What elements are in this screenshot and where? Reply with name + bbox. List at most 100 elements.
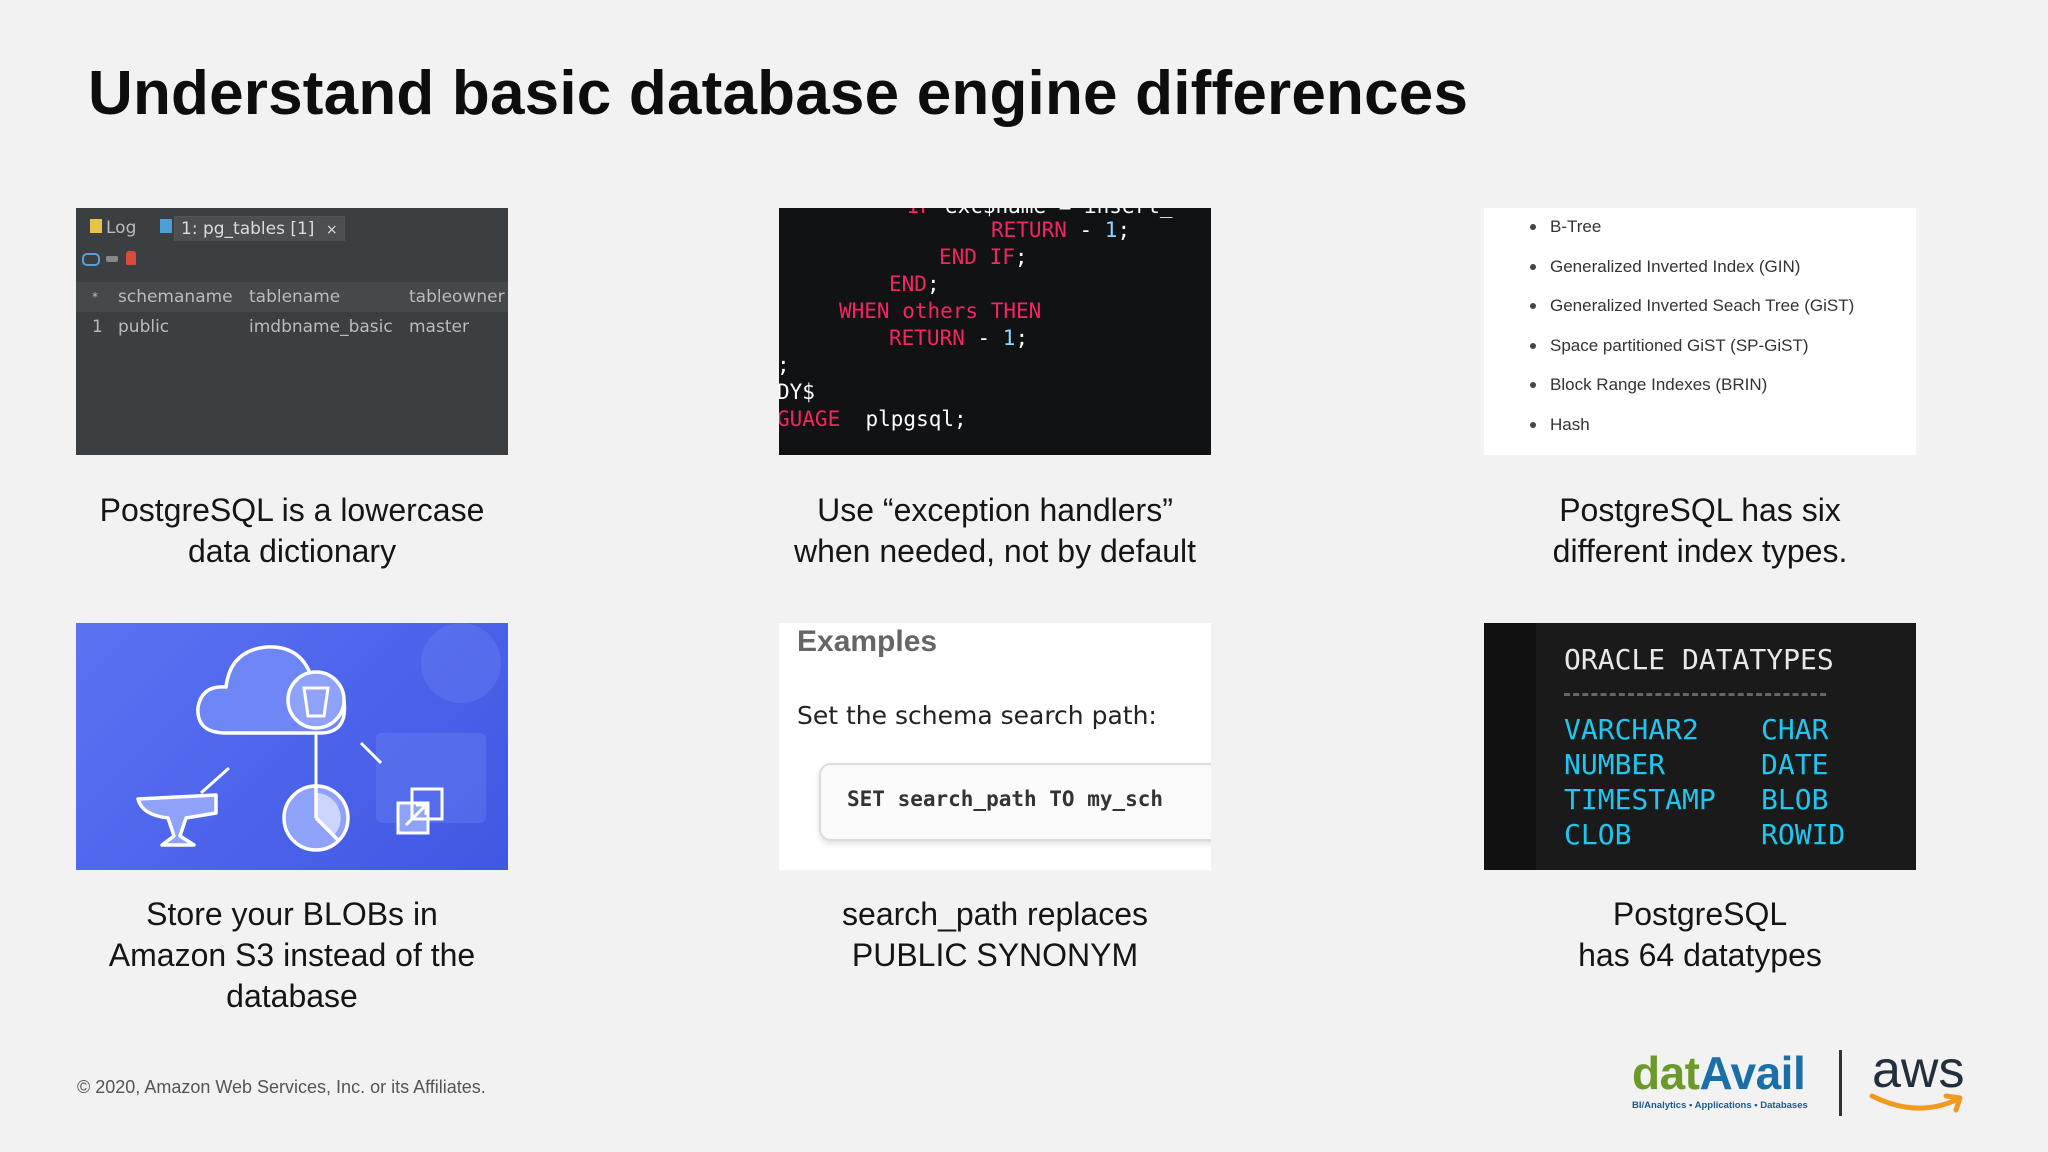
copyright: © 2020, Amazon Web Services, Inc. or its… bbox=[77, 1077, 486, 1097]
code-text: - bbox=[964, 326, 1003, 350]
col-tablename: tablename bbox=[249, 287, 341, 307]
caption-line: Store your BLOBs in bbox=[146, 896, 438, 932]
code-text: DY$ bbox=[779, 380, 815, 404]
s3-illustration bbox=[76, 623, 508, 870]
caption-line: data dictionary bbox=[187, 533, 397, 569]
aws-smile-icon bbox=[1869, 1093, 1963, 1113]
code-keyword: GUAGE bbox=[779, 407, 841, 431]
caption-line: Use “exception handlers” bbox=[817, 492, 1173, 528]
datatype-item: CHAR bbox=[1761, 713, 1829, 746]
datatypes-heading: ORACLE DATATYPES bbox=[1564, 643, 1834, 676]
list-item: Generalized Inverted Seach Tree (GiST) bbox=[1528, 286, 1854, 326]
code-text: plpgsql; bbox=[840, 407, 967, 431]
caption-line: different index types. bbox=[1552, 533, 1848, 569]
cell-tableowner: master bbox=[409, 317, 469, 337]
header-marker: * bbox=[92, 290, 98, 304]
list-item: Generalized Inverted Index (GIN) bbox=[1528, 247, 1854, 287]
datatype-item: BLOB bbox=[1761, 783, 1829, 816]
datatype-item: CLOB bbox=[1564, 818, 1632, 851]
caption-line: Amazon S3 instead of the bbox=[108, 937, 476, 973]
grid-body bbox=[76, 342, 508, 455]
code-text: ; bbox=[1014, 245, 1028, 269]
datatype-item: DATE bbox=[1761, 748, 1829, 781]
examples-heading: Examples bbox=[797, 625, 938, 658]
caption-line: PostgreSQL bbox=[1612, 896, 1788, 932]
oracle-datatypes: ORACLE DATATYPES VARCHAR2 NUMBER TIMESTA… bbox=[1484, 623, 1916, 870]
code-text: ; bbox=[926, 272, 940, 296]
code-text: ; bbox=[1015, 326, 1029, 350]
chart-icon bbox=[282, 784, 350, 852]
code-text: ; bbox=[779, 353, 790, 377]
exception-handler-code: IF exc$name = insert_RETURN - 1;END IF;E… bbox=[779, 208, 1211, 455]
code-number: 1 bbox=[1104, 218, 1118, 242]
code-snippet: SET search_path TO my_sch bbox=[847, 787, 1164, 811]
code-box: SET search_path TO my_sch bbox=[819, 763, 1211, 841]
logo-divider bbox=[1839, 1050, 1842, 1116]
list-item: Block Range Indexes (BRIN) bbox=[1528, 365, 1854, 405]
code-keyword: WHEN others THEN bbox=[839, 299, 1042, 323]
table-row: 1 public imdbname_basic master bbox=[76, 312, 508, 342]
log-icon bbox=[90, 219, 102, 233]
list-item: Hash bbox=[1528, 405, 1854, 445]
caption-line: PostgreSQL is a lowercase bbox=[99, 492, 485, 528]
anvil-icon bbox=[136, 793, 218, 847]
caption-line: database bbox=[226, 978, 358, 1014]
side-bar bbox=[1484, 623, 1536, 870]
code-number: 1 bbox=[1002, 326, 1016, 350]
code-line: END; bbox=[889, 272, 940, 296]
cell-tablename: imdbname_basic bbox=[249, 317, 393, 337]
table-icon bbox=[160, 219, 172, 233]
link-icon bbox=[82, 253, 100, 266]
code-keyword: RETURN bbox=[991, 218, 1067, 242]
code-line: GUAGE plpgsql; bbox=[779, 407, 967, 431]
code-keyword: END bbox=[889, 272, 927, 296]
code-keyword: RETURN bbox=[889, 326, 965, 350]
code-keyword: END IF bbox=[939, 245, 1015, 269]
user-icon bbox=[126, 251, 136, 265]
minus-icon bbox=[106, 256, 118, 262]
code-line: ; bbox=[779, 353, 790, 377]
datavail-logo: datAvail bbox=[1632, 1046, 1806, 1100]
index-types-list: B-Tree Generalized Inverted Index (GIN) … bbox=[1484, 208, 1916, 455]
datatype-item: VARCHAR2 bbox=[1564, 713, 1699, 746]
datavail-logo-part2: Avail bbox=[1699, 1047, 1806, 1099]
code-line: END IF; bbox=[939, 245, 1028, 269]
caption-lowercase-dictionary: PostgreSQL is a lowercase data dictionar… bbox=[32, 490, 552, 572]
divider bbox=[1564, 693, 1826, 696]
caption-line: when needed, not by default bbox=[793, 533, 1197, 569]
caption-datatypes: PostgreSQL has 64 datatypes bbox=[1440, 894, 1960, 976]
list-item: Space partitioned GiST (SP-GiST) bbox=[1528, 326, 1854, 366]
datavail-logo-part1: dat bbox=[1632, 1047, 1700, 1099]
col-tableowner: tableowner bbox=[409, 287, 505, 307]
caption-line: search_path replaces bbox=[842, 896, 1148, 932]
datatype-item: ROWID bbox=[1761, 818, 1846, 851]
caption-line: PUBLIC SYNONYM bbox=[851, 937, 1139, 973]
datatype-item: TIMESTAMP bbox=[1564, 783, 1716, 816]
row-number: 1 bbox=[92, 317, 103, 337]
code-keyword: IF bbox=[907, 208, 945, 218]
close-icon: × bbox=[325, 222, 338, 238]
code-text: ; bbox=[1117, 218, 1131, 242]
table-header: * schemaname tablename tableowner bbox=[76, 282, 508, 312]
col-schemaname: schemaname bbox=[118, 287, 233, 307]
tab-pg-tables: 1: pg_tables [1] × bbox=[174, 216, 345, 241]
aws-logo: aws bbox=[1872, 1041, 1965, 1099]
caption-exception-handlers: Use “exception handlers” when needed, no… bbox=[735, 490, 1255, 572]
caption-line: PostgreSQL has six bbox=[1559, 492, 1841, 528]
code-line: RETURN - 1; bbox=[889, 326, 1028, 350]
tab-log: Log bbox=[106, 218, 137, 238]
caption-index-types: PostgreSQL has six different index types… bbox=[1440, 490, 1960, 572]
code-line: RETURN - 1; bbox=[991, 218, 1130, 242]
datatype-item: NUMBER bbox=[1564, 748, 1666, 781]
code-text: exc$name = insert_ bbox=[945, 208, 1173, 218]
code-line: IF exc$name = insert_ bbox=[907, 208, 1173, 218]
datavail-tagline: BI/Analytics • Applications • Databases bbox=[1632, 1100, 1808, 1111]
list-item: B-Tree bbox=[1528, 208, 1854, 247]
examples-subtitle: Set the schema search path: bbox=[797, 701, 1157, 730]
slide-title: Understand basic database engine differe… bbox=[88, 59, 1469, 128]
bucket-icon bbox=[302, 686, 330, 718]
toolbar bbox=[76, 244, 508, 274]
caption-blobs-s3: Store your BLOBs in Amazon S3 instead of… bbox=[32, 894, 552, 1017]
search-path-example: Examples Set the schema search path: SET… bbox=[779, 623, 1211, 870]
cloud-storage-illustration bbox=[136, 623, 501, 852]
